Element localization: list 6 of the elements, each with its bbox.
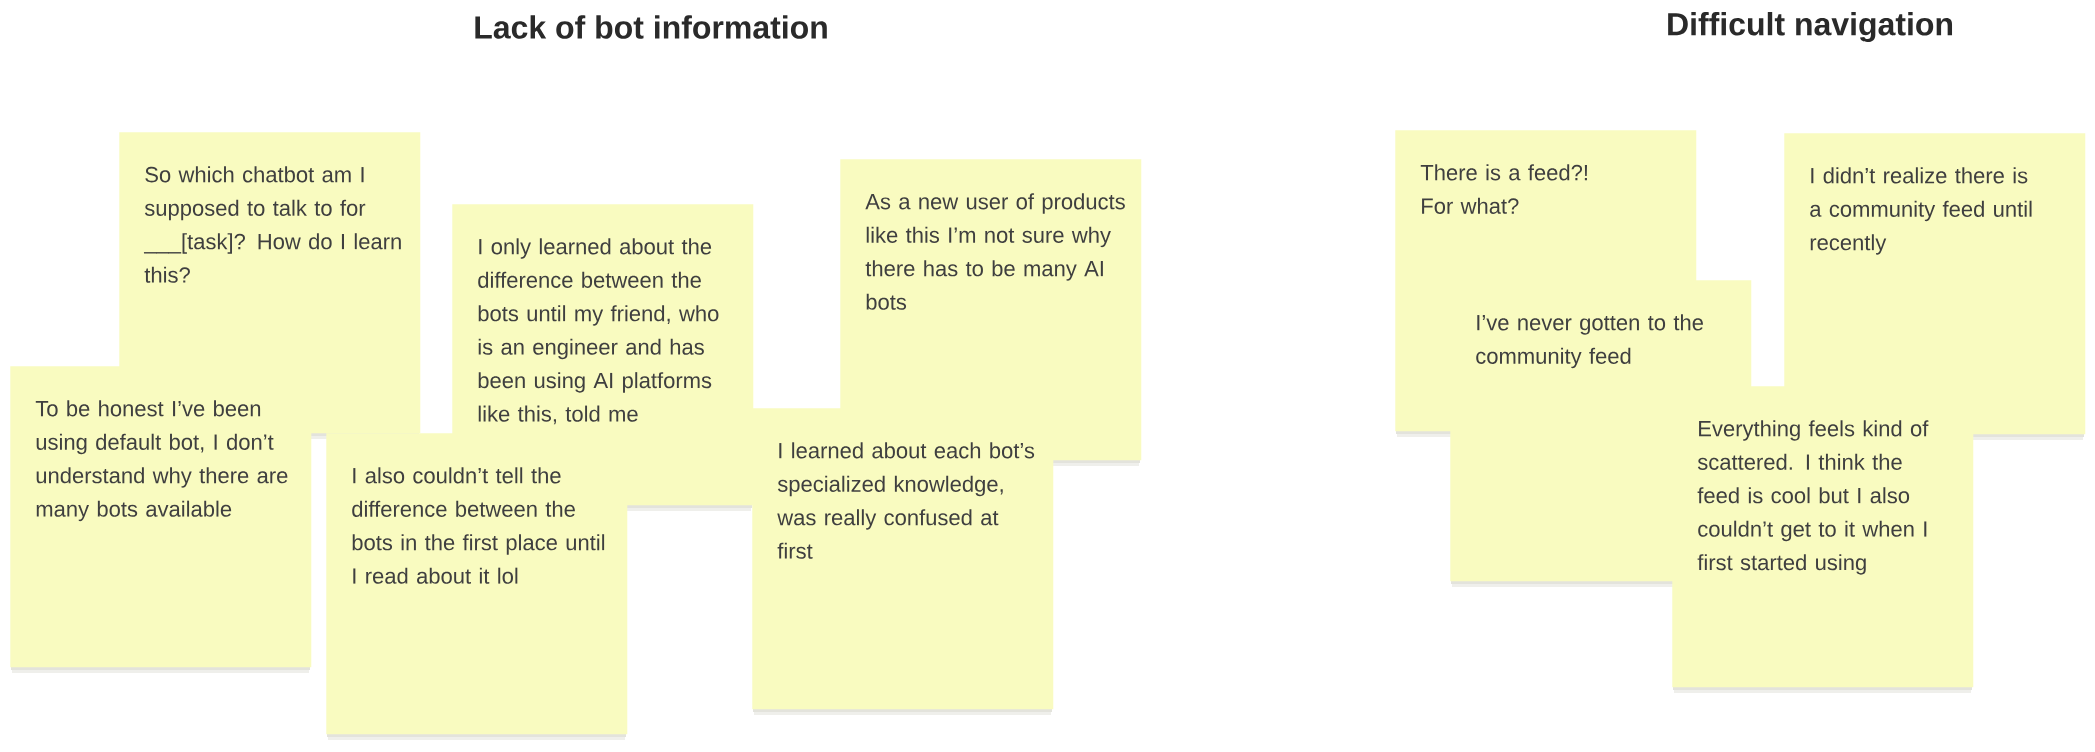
sticky-note: I learned about each bot’s specialized knowledge, was really confused at first: [752, 408, 1054, 715]
sticky-note: To be honest I’ve been using default bot, I don’t understand why there are many bots available: [10, 366, 312, 673]
sticky-note: I also couldn’t tell the difference between the bots in the first place until I read about it lol: [326, 433, 628, 740]
sticky-note: Everything feels kind of scattered. I think the feed is cool but I also couldn’t get to it when I first started using: [1672, 386, 1974, 693]
group-heading: Difficult navigation: [1668, 12, 1952, 42]
group-heading: Lack of bot information: [475, 15, 827, 39]
